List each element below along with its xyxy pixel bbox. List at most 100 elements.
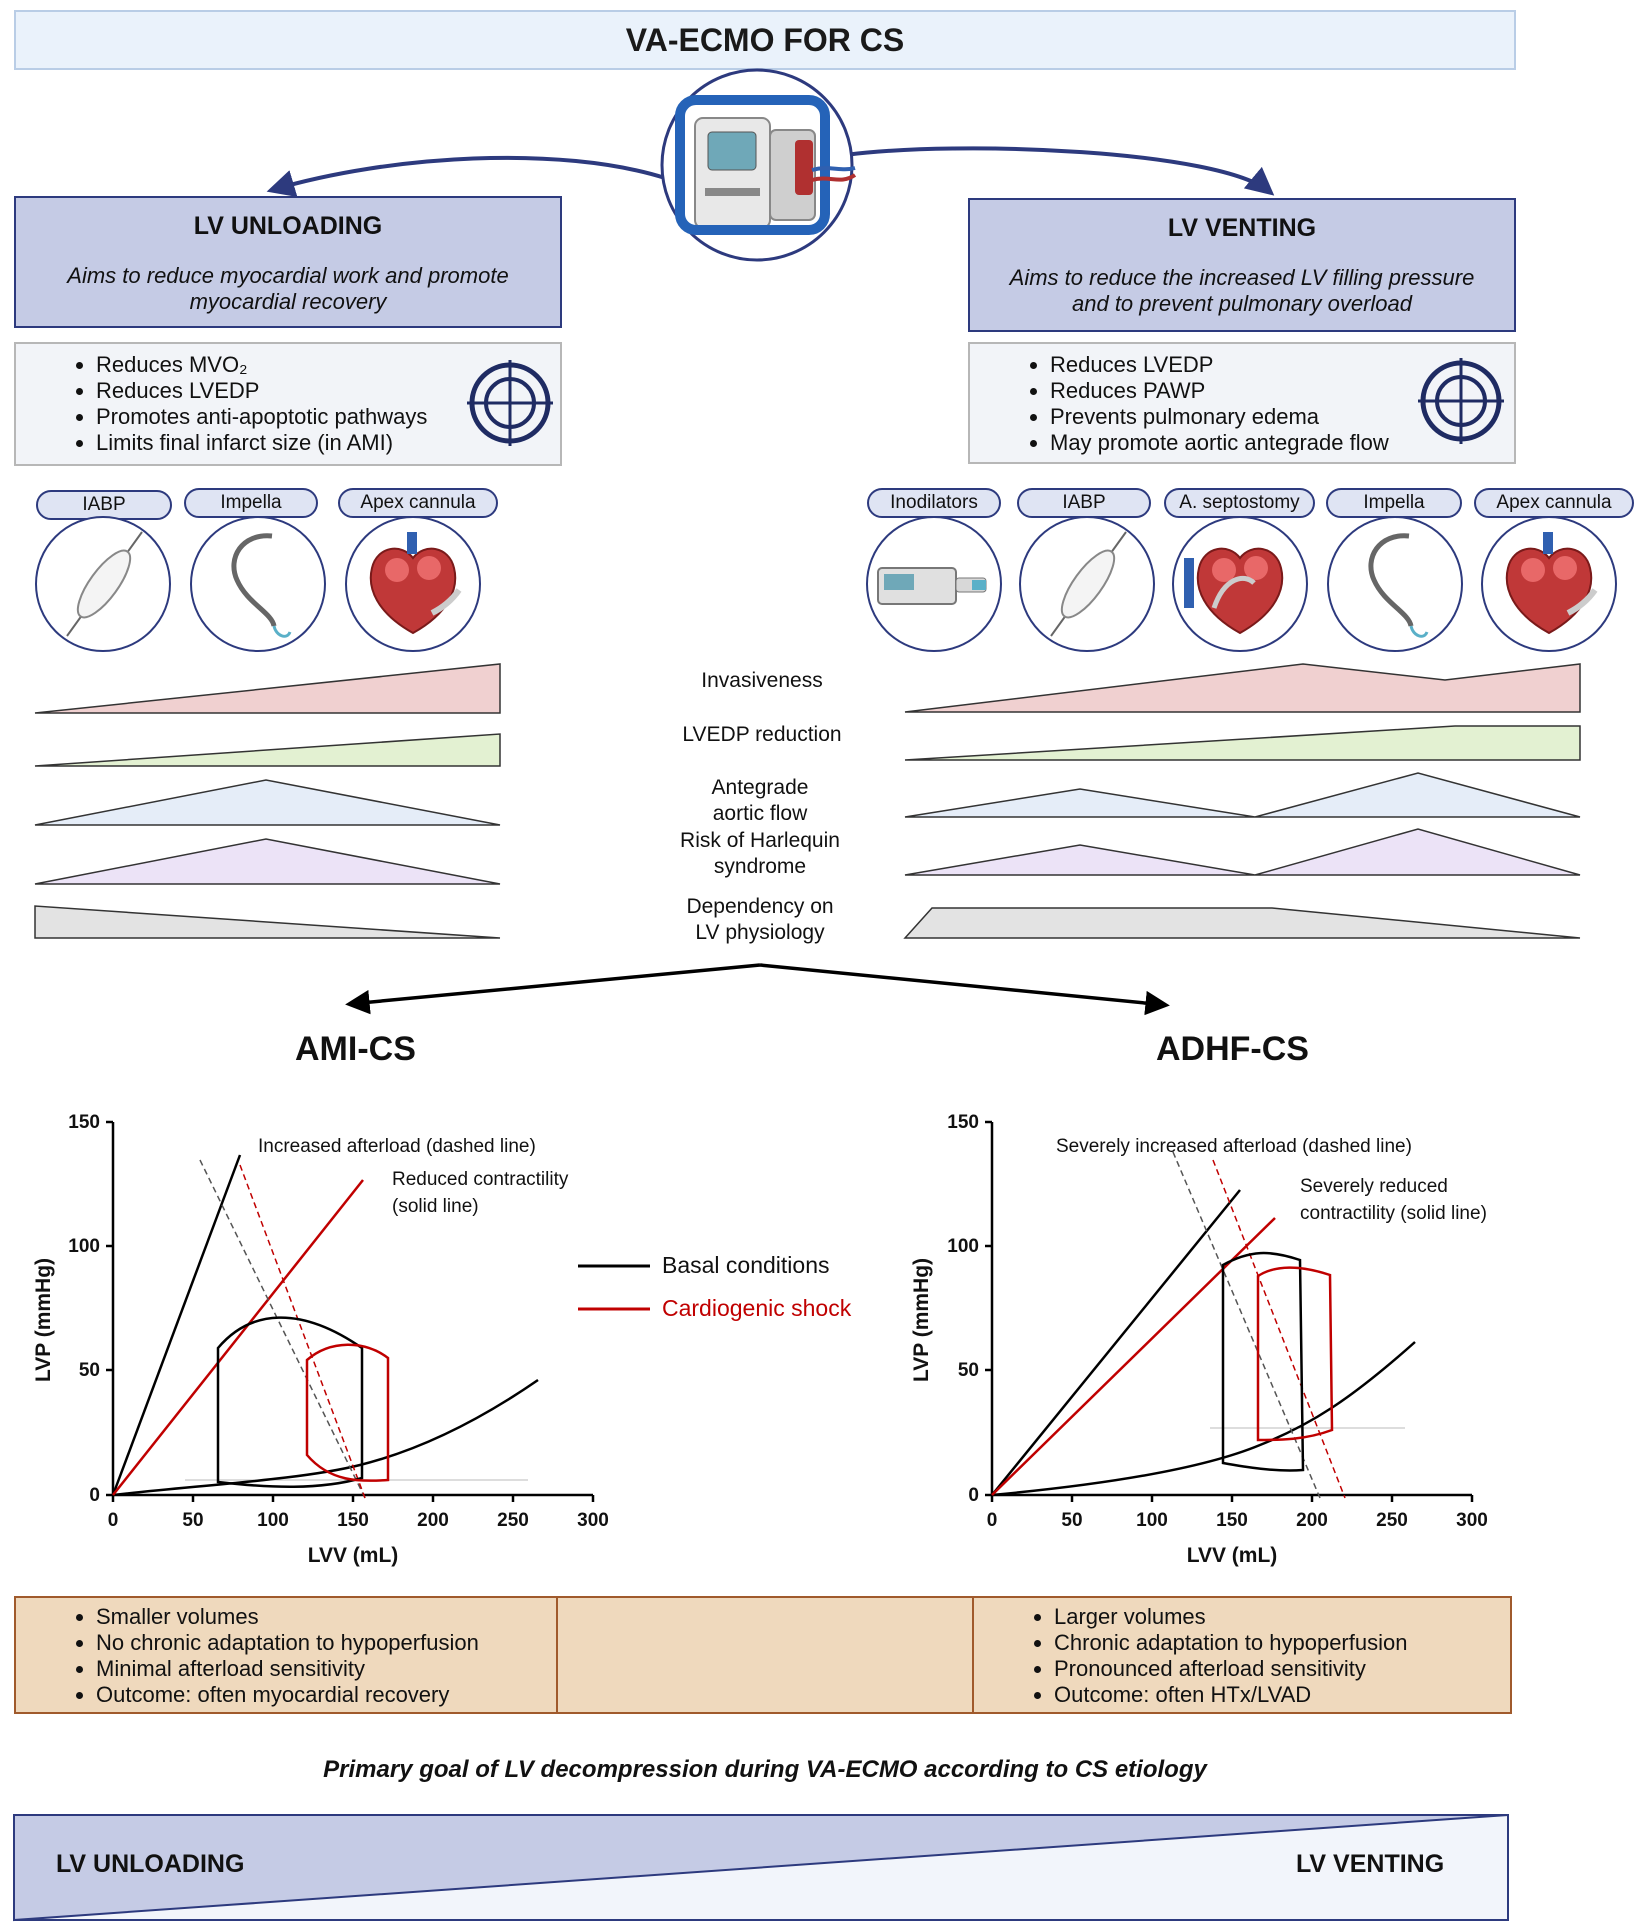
criterion-label: Invasiveness [701, 669, 823, 692]
effect-item: Prevents pulmonary edema [1050, 404, 1514, 430]
annotation-afterload: Increased afterload (dashed line) [258, 1136, 536, 1157]
x-axis-label: LVV (mL) [1187, 1544, 1278, 1567]
ea-shock [239, 1164, 366, 1499]
pv-loop-shock [305, 1343, 390, 1483]
effect-item: Reduces MVO₂ [96, 352, 560, 378]
iabp-balloon-icon [66, 531, 143, 637]
y-tick: 100 [68, 1236, 100, 1257]
espvr-shock [991, 1217, 1276, 1496]
arrow-to-venting [844, 146, 1275, 196]
apex-cannula-device-circle [345, 516, 481, 652]
feature-item: Larger volumes [1054, 1604, 1510, 1630]
x-tick: 50 [1061, 1510, 1082, 1531]
criterion-label: Antegrade aortic flow [711, 776, 809, 825]
x-tick: 0 [108, 1510, 119, 1531]
y-tick: 50 [79, 1360, 100, 1381]
device-pill-iabp: IABP [1017, 488, 1151, 518]
y-tick: 150 [68, 1112, 100, 1133]
x-tick: 0 [987, 1510, 998, 1531]
heart-apex-cannula-icon [369, 532, 462, 635]
y-tick: 50 [958, 1360, 979, 1381]
lv-venting-effects: Reduces LVEDP Reduces PAWP Prevents pulm… [968, 342, 1516, 464]
pv-loop-basal [216, 1316, 364, 1489]
x-tick: 250 [1376, 1510, 1408, 1531]
feature-item: Outcome: often myocardial recovery [96, 1682, 556, 1708]
y-axis-label: LVP (mmHg) [32, 1258, 55, 1382]
annotation-contractility: contractility (solid line) [1300, 1203, 1487, 1224]
device-pill-impella: Impella [184, 488, 318, 518]
heart-septostomy-icon [1184, 547, 1284, 635]
feature-item: No chronic adaptation to hypoperfusion [96, 1630, 556, 1656]
wedge-right-dependency [903, 907, 1581, 939]
pv-loop-basal [1221, 1251, 1305, 1472]
effect-item: Promotes anti-apoptotic pathways [96, 404, 560, 430]
x-tick: 100 [1136, 1510, 1168, 1531]
device-pill-inodilators: Inodilators [867, 488, 1001, 518]
middle-spacer-box [556, 1596, 974, 1714]
effect-item: Limits final infarct size (in AMI) [96, 430, 560, 456]
criterion-label: LVEDP reduction [682, 723, 842, 746]
x-tick: 100 [257, 1510, 289, 1531]
ea-basal [1172, 1151, 1321, 1499]
device-pill-apex-cannula: Apex cannula [338, 488, 498, 518]
ea-basal [199, 1159, 366, 1499]
adhf-features-box: Larger volumes Chronic adaptation to hyp… [972, 1596, 1512, 1714]
wedge-left-antegrade [34, 779, 501, 826]
iabp-device-circle [1019, 516, 1155, 652]
ami-cs-heading: AMI-CS [295, 1030, 416, 1068]
gradient-label-unloading: LV UNLOADING [56, 1850, 245, 1878]
x-tick: 200 [1296, 1510, 1328, 1531]
ecmo-machine-icon [660, 68, 857, 262]
target-icon [1418, 358, 1504, 444]
lv-unloading-header: LV UNLOADING Aims to reduce myocardial w… [14, 196, 562, 328]
gradient-bar-unloading-wedge [13, 1814, 1509, 1922]
ami-pv-loop-plot: 150 100 50 0 0 50 100 150 200 250 300 LV… [32, 1112, 852, 1567]
inodilators-device-circle [866, 516, 1002, 652]
main-title: VA-ECMO FOR CS [625, 21, 905, 58]
lv-unloading-effects: Reduces MVO₂ Reduces LVEDP Promotes anti… [14, 342, 562, 466]
device-pill-septostomy: A. septostomy [1164, 488, 1315, 518]
impella-catheter-icon [1368, 533, 1429, 638]
effect-item: May promote aortic antegrade flow [1050, 430, 1514, 456]
feature-item: Chronic adaptation to hypoperfusion [1054, 1630, 1510, 1656]
device-pill-apex-cannula: Apex cannula [1474, 488, 1634, 518]
legend-label-basal: Basal conditions [662, 1252, 830, 1278]
x-tick: 150 [1216, 1510, 1248, 1531]
annotation-afterload: Severely increased afterload (dashed lin… [1056, 1136, 1412, 1157]
x-axis-label: LVV (mL) [308, 1544, 399, 1567]
effect-item: Reduces LVEDP [96, 378, 560, 404]
x-tick: 200 [417, 1510, 449, 1531]
adhf-cs-heading: ADHF-CS [1156, 1030, 1309, 1068]
iabp-device-circle [35, 516, 171, 652]
infusion-pump-icon [877, 567, 987, 605]
arrow-to-ami [345, 963, 761, 1015]
septostomy-device-circle [1172, 516, 1308, 652]
ami-features-box: Smaller volumes No chronic adaptation to… [14, 1596, 558, 1714]
wedge-right-harlequin [904, 828, 1581, 876]
annotation-contractility: Severely reduced [1300, 1176, 1448, 1197]
espvr-basal [991, 1189, 1241, 1496]
wedge-left-lvedp [34, 733, 501, 767]
wedge-right-lvedp [904, 725, 1581, 761]
wedge-right-invasiveness [904, 663, 1581, 713]
lv-venting-header: LV VENTING Aims to reduce the increased … [968, 198, 1516, 332]
apex-cannula-device-circle [1481, 516, 1617, 652]
y-tick: 0 [89, 1485, 100, 1506]
criterion-label: Dependency on LV physiology [686, 895, 834, 944]
iabp-balloon-icon [1050, 531, 1127, 637]
lv-venting-title: LV VENTING [1167, 214, 1317, 242]
arrow-to-unloading [266, 155, 666, 198]
y-tick: 0 [968, 1485, 979, 1506]
lv-unloading-description: Aims to reduce myocardial work and promo… [67, 263, 509, 314]
wedge-left-harlequin [34, 838, 501, 885]
annotation-contractility: (solid line) [392, 1196, 479, 1217]
x-tick: 300 [577, 1510, 609, 1531]
edpvr-curve [112, 1378, 539, 1497]
feature-item: Outcome: often HTx/LVAD [1054, 1682, 1510, 1708]
impella-device-circle [190, 516, 326, 652]
lv-venting-description: Aims to reduce the increased LV filling … [1009, 265, 1475, 316]
y-axis-label: LVP (mmHg) [910, 1258, 933, 1382]
wedge-left-dependency [34, 905, 501, 939]
target-icon [467, 360, 553, 446]
impella-device-circle [1327, 516, 1463, 652]
